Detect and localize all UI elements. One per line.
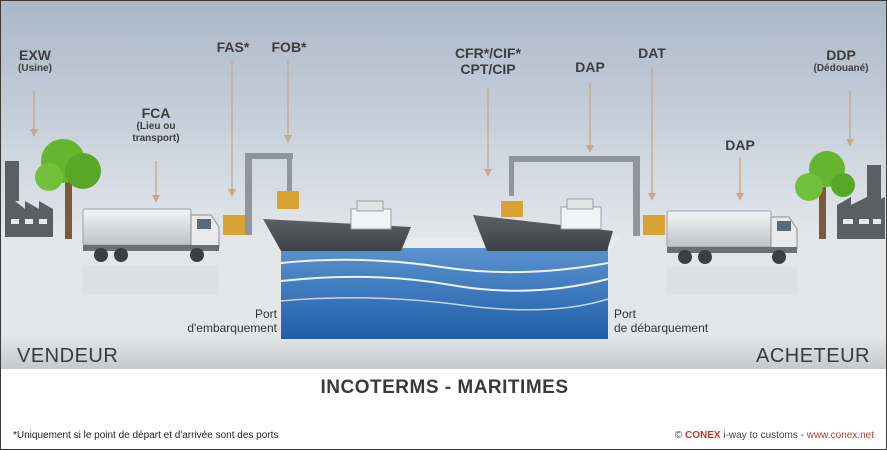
port-arrival: Port de débarquement [614,307,744,336]
pointer-arrows [30,61,854,203]
seller-label: VENDEUR [17,345,119,367]
label-fca-sub2: transport) [132,132,180,144]
ship-right-icon [473,198,613,251]
label-dat: DAT [638,45,666,61]
port-departure-line2: d'embarquement [187,321,277,336]
port-arrival-line2: de débarquement [614,321,709,336]
label-fas: FAS* [216,39,250,55]
label-cfr-line1: CFR*/CIF* [454,45,522,61]
website-link: www.conex.net [806,430,874,441]
label-cfr-cif-cpt-cip: CFR*/CIF* CPT/CIP [447,45,529,77]
credit-separator: - [797,430,807,441]
label-fob: FOB* [271,39,307,55]
label-exw-name: EXW [19,47,51,63]
credit-line: © CONEX i-way to customs - www.conex.net [675,430,874,441]
label-exw: EXW (Usine) [15,47,55,75]
label-dap-top: DAP [575,59,605,75]
ship-left-icon [263,200,411,251]
label-ddp: DDP (Dédouané) [805,47,877,75]
port-departure-line1: Port [254,307,277,321]
bottom-band [1,339,886,369]
truck-right-icon [666,210,798,295]
label-fca-name: FCA [141,105,171,121]
label-ddp-sub: (Dédouané) [813,63,869,75]
port-departure: Port d'embarquement [161,307,277,336]
buyer-label: ACHETEUR [755,345,870,367]
label-dap-bottom: DAP [725,137,755,153]
factory-left-icon [5,161,53,237]
copyright-symbol: © [674,430,683,441]
tree-left-icon [35,139,101,239]
label-cfr-line2: CPT/CIP [460,61,516,78]
label-fca: FCA (Lieu ou transport) [123,105,189,144]
brand-name: CONEX [685,430,721,441]
crane-right-icon [509,156,665,236]
factory-right-icon [837,165,885,239]
label-ddp-name: DDP [826,47,856,63]
truck-left-icon [82,208,220,295]
footnote: *Uniquement si le point de départ et d'a… [13,430,279,441]
label-fca-sub1: (Lieu ou [136,121,176,133]
brand-tagline: i-way to customs [723,430,798,441]
sea [281,248,608,339]
label-exw-sub: (Usine) [18,63,52,75]
tree-right-icon [795,151,855,239]
crane-left-icon [223,153,299,235]
port-arrival-line1: Port [614,307,637,321]
page-title: INCOTERMS - MARITIMES [320,377,569,398]
